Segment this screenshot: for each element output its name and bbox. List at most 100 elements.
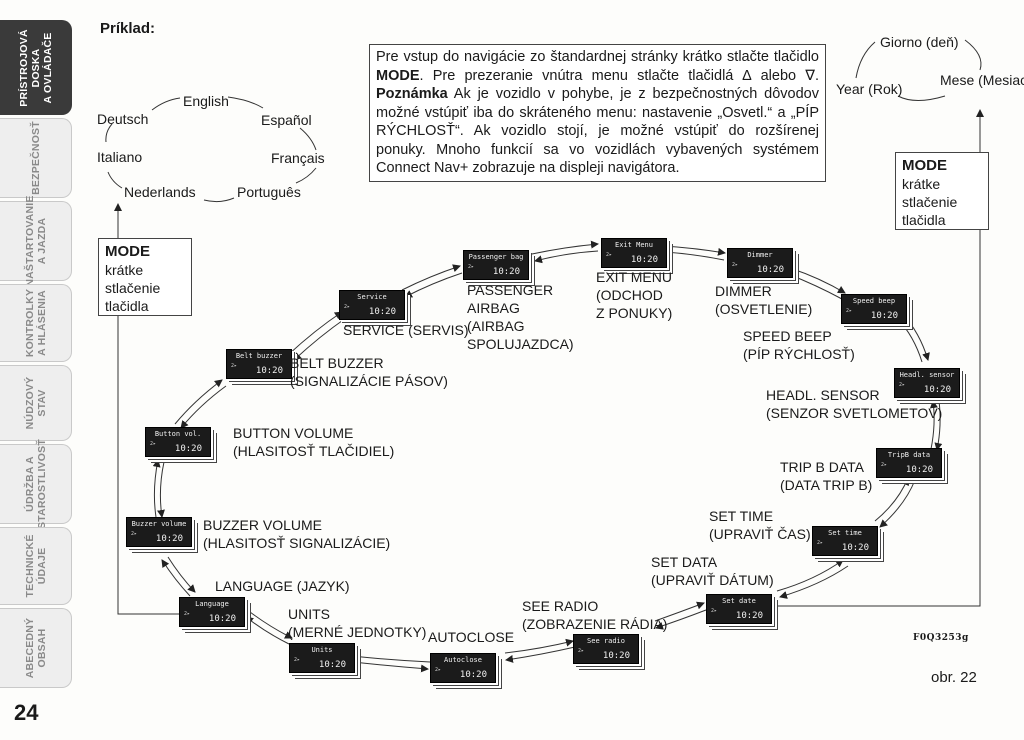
date-cycle-year: Year (Rok): [836, 81, 903, 97]
language-nederlands: Nederlands: [124, 184, 196, 200]
label-line: AIRBAG: [467, 300, 520, 316]
label-line: BUZZER VOLUME: [203, 517, 323, 533]
label-belt-buzzer: BELT BUZZER (SIGNALIZÁCIE PÁSOV): [290, 354, 448, 390]
display-time: 10:20: [459, 670, 487, 680]
figure-caption: obr. 22: [931, 669, 977, 686]
label-exit-menu: EXIT MENU (ODCHOD Z PONUKY): [596, 268, 672, 322]
signal-icon: 2▸: [846, 308, 853, 314]
display-time: 10:20: [318, 660, 346, 670]
mode-line: stlačenie: [105, 280, 161, 296]
tab-kontrolky[interactable]: KONTROLKY A HLÁSENIA: [0, 284, 72, 362]
label-line: (SENZOR SVETLOMETOV): [766, 405, 943, 421]
language-portugues: Português: [237, 184, 301, 200]
label-line: Z PONUKY): [596, 305, 673, 321]
display-text: Service: [357, 293, 387, 301]
label-button-volume: BUTTON VOLUME (HLASITOSŤ TLAČIDIEL): [233, 424, 394, 460]
display-time: 10:20: [368, 307, 396, 317]
display-time: 10:20: [208, 614, 236, 624]
display-time: 10:20: [492, 267, 520, 277]
label-line: SEE RADIO: [522, 598, 599, 614]
signal-icon: 2▸: [435, 667, 442, 673]
label-buzzer-volume: BUZZER VOLUME (HLASITOSŤ SIGNALIZÁCIE): [203, 516, 390, 552]
label-line: (ZOBRAZENIE RÁDIA): [522, 616, 668, 632]
display-time: 10:20: [905, 465, 933, 475]
label-line: (DATA TRIP B): [780, 477, 873, 493]
mode-title: MODE: [105, 243, 150, 260]
tab-nudzovy-stav[interactable]: NÚDZOVÝ STAV: [0, 365, 72, 441]
display-text: Buzzer volume: [131, 520, 187, 528]
info-text-2: . Pre prezeranie vnútra menu stlačte tla…: [419, 67, 820, 84]
label-line: (HLASITOSŤ SIGNALIZÁCIE): [203, 535, 391, 551]
signal-icon: 2▸: [468, 264, 475, 270]
tab-abecedny-obsah[interactable]: ABECEDNÝ OBSAH: [0, 608, 72, 688]
display-time: 10:20: [870, 311, 898, 321]
display-button-vol: Button vol.2▸10:20: [145, 427, 211, 457]
label-line: BELT BUZZER: [290, 355, 384, 371]
display-text: Exit Menu: [615, 241, 653, 249]
display-text: Language: [195, 600, 229, 608]
tab-technicke-udaje[interactable]: TECHNICKÉ ÚDAJE: [0, 527, 72, 605]
display-time: 10:20: [756, 265, 784, 275]
display-time: 10:20: [255, 366, 283, 376]
display-text: Button vol.: [154, 430, 202, 438]
display-time: 10:20: [841, 543, 869, 553]
language-espanol: Español: [261, 112, 312, 128]
signal-icon: 2▸: [817, 540, 824, 546]
label-line: BUTTON VOLUME: [233, 425, 354, 441]
label-units: UNITS (MERNÉ JEDNOTKY): [288, 605, 426, 641]
label-line: EXIT MENU: [596, 269, 672, 285]
signal-icon: 2▸: [899, 382, 906, 388]
info-box: Pre vstup do navigácie zo štandardnej st…: [369, 44, 826, 182]
label-see-radio: SEE RADIO (ZOBRAZENIE RÁDIA): [522, 597, 667, 633]
display-text: Belt buzzer: [235, 352, 283, 360]
signal-icon: 2▸: [231, 363, 238, 369]
example-label: Príklad:: [100, 20, 156, 37]
label-trip-b-data: TRIP B DATA (DATA TRIP B): [780, 458, 872, 494]
mode-line: stlačenie: [902, 194, 958, 210]
display-text: Set time: [828, 529, 862, 537]
tab-pristrojova-doska[interactable]: PRÍSTROJOVÁ DOSKA A OVLÁDAČE: [0, 20, 72, 115]
mode-title: MODE: [902, 157, 947, 174]
display-text: Dimmer: [747, 251, 773, 259]
label-line: DIMMER: [715, 283, 772, 299]
mode-box-right: MODE krátke stlačenie tlačidla: [895, 152, 989, 230]
label-line: (SIGNALIZÁCIE PÁSOV): [290, 373, 448, 389]
label-line: (AIRBAG: [467, 318, 525, 334]
label-line: SERVICE (SERVIS): [343, 322, 469, 338]
mode-line: krátke: [902, 176, 941, 192]
label-line: LANGUAGE (JAZYK): [215, 578, 350, 594]
label-line: PASSENGER: [467, 282, 554, 298]
label-line: (ODCHOD: [596, 287, 663, 303]
page-number: 24: [14, 700, 39, 725]
tab-nastartovanie[interactable]: NAŠTARTOVANIE A JAZDA: [0, 195, 72, 287]
signal-icon: 2▸: [131, 531, 138, 537]
cycle-arrows: [152, 240, 943, 673]
label-line: (MERNÉ JEDNOTKY): [288, 624, 427, 640]
date-cycle-month: Mese (Mesiac): [940, 72, 1024, 88]
label-dimmer: DIMMER (OSVETLENIE): [715, 282, 812, 318]
tab-udrzba[interactable]: ÚDRŽBA A STAROSTLIVOSŤ: [0, 439, 72, 529]
signal-icon: 2▸: [578, 648, 585, 654]
display-time: 10:20: [630, 255, 658, 265]
label-line: (HLASITOSŤ TLAČIDIEL): [233, 443, 395, 459]
label-line: SET TIME: [709, 508, 774, 524]
language-italiano: Italiano: [97, 149, 143, 165]
mode-line: krátke: [105, 262, 144, 278]
figure-code: F0Q3253g: [913, 633, 969, 643]
label-line: (PÍP RÝCHLOSŤ): [743, 346, 855, 362]
label-line: TRIP B DATA: [780, 459, 865, 475]
label-passenger-airbag: PASSENGER AIRBAG (AIRBAG SPOLUJAZDCA): [467, 281, 574, 353]
label-headl-sensor: HEADL. SENSOR (SENZOR SVETLOMETOV): [766, 386, 942, 422]
label-line: (UPRAVIŤ DÁTUM): [651, 572, 774, 588]
tab-bezpecnost[interactable]: BEZPEČNOSŤ: [0, 118, 72, 198]
label-line: SET DATA: [651, 554, 718, 570]
